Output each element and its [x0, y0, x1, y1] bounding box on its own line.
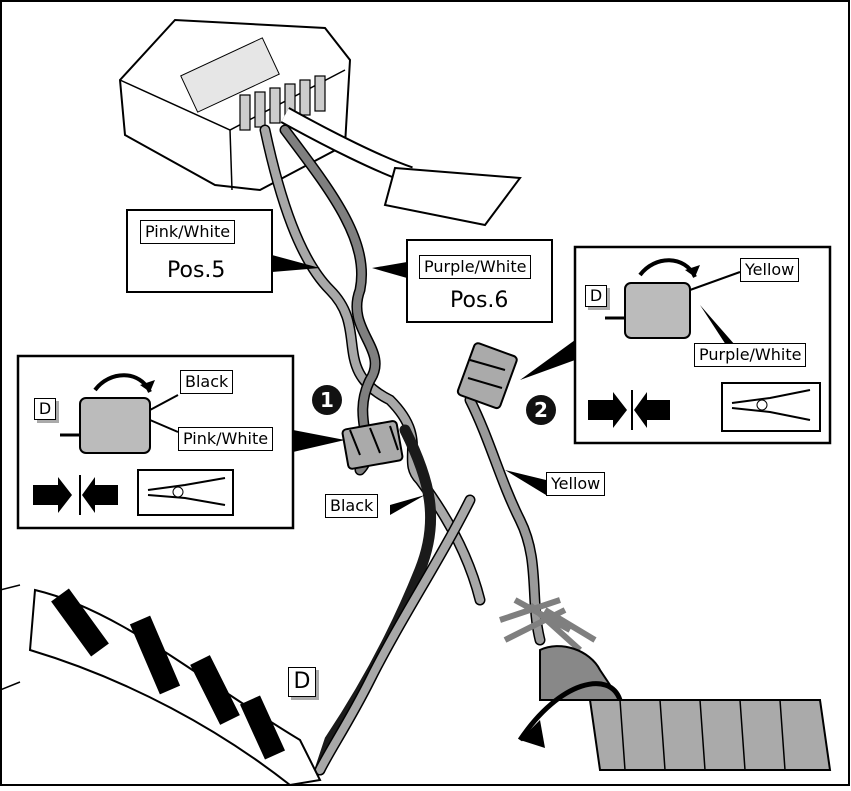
yellow-pointer-label: Yellow: [546, 472, 606, 496]
step1-pink-white-label: Pink/White: [178, 427, 274, 451]
pos6-callout-frame: [406, 239, 553, 323]
step1-d-label: D: [34, 398, 56, 420]
step1-connector-icon: [79, 397, 151, 454]
step2-pliers-icon: [721, 382, 821, 432]
step2-d-label: D: [585, 285, 607, 307]
step1-pliers-icon: [137, 469, 234, 516]
pos6-label: Pos.6: [450, 288, 509, 313]
pos5-label: Pos.5: [167, 258, 226, 283]
purple-white-label: Purple/White: [419, 255, 532, 279]
step2-yellow-label: Yellow: [740, 258, 800, 282]
black-pointer-label: Black: [325, 494, 379, 518]
step1-panel: [16, 354, 345, 530]
step1-arrows-join-icon: [33, 475, 118, 515]
step2-number-badge: 2: [526, 395, 556, 425]
step2-connector-icon: [624, 282, 691, 339]
spiral-wrap-icon: [499, 597, 832, 771]
step1-black-label: Black: [180, 370, 234, 394]
step1-number-badge: 1: [312, 385, 342, 415]
crimp-connector-2-icon: [456, 342, 518, 410]
pink-white-label: Pink/White: [140, 220, 236, 244]
harness-d-label: D: [288, 667, 316, 697]
step2-purple-white-label: Purple/White: [694, 343, 807, 367]
step2-arrows-join-icon: [588, 390, 670, 430]
crimp-connector-1-icon: [341, 420, 404, 470]
d-harness-loom-icon: [0, 584, 322, 787]
